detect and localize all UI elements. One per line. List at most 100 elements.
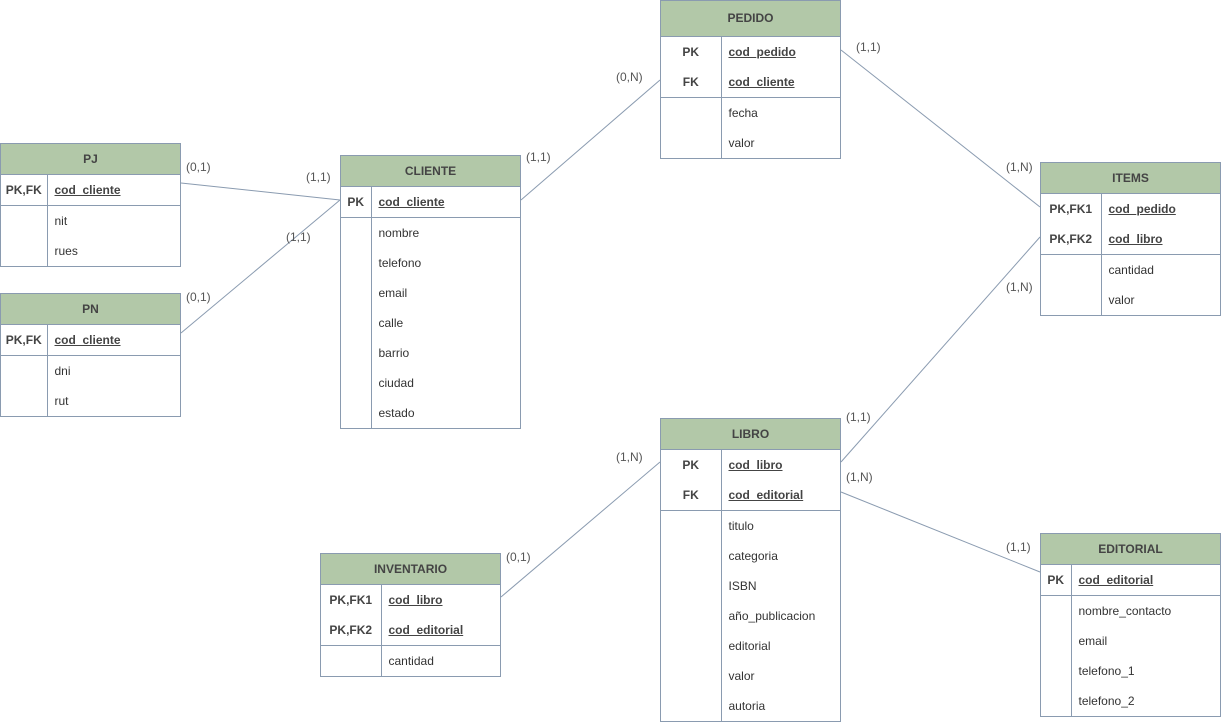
key-label <box>1041 285 1102 315</box>
key-label <box>1041 595 1072 626</box>
field-name: nombre <box>371 217 520 248</box>
cardinality-libro-inventario-side: (1,N) <box>616 450 643 464</box>
key-label <box>341 278 372 308</box>
cardinality-pedido-cliente-side: (0,N) <box>616 70 643 84</box>
entity-pn[interactable]: PN PK,FK cod_cliente dni rut <box>0 293 181 417</box>
key-label: PK <box>661 37 722 67</box>
key-label <box>661 691 722 721</box>
key-label <box>1 355 48 386</box>
field-name: autoria <box>728 699 766 713</box>
field-name: fecha <box>721 97 840 128</box>
field-name: editorial <box>728 639 771 653</box>
field-name: cod_cliente <box>54 183 121 197</box>
key-label <box>661 541 722 571</box>
field-name: valor <box>728 136 755 150</box>
field-name: cantidad <box>1101 254 1220 285</box>
entity-title: PN <box>1 294 180 325</box>
key-label: PK,FK2 <box>1041 224 1102 255</box>
cardinality-inventario-side: (0,1) <box>506 550 531 564</box>
field-name: categoria <box>728 549 778 563</box>
edge-pedido-items <box>840 49 1041 208</box>
entity-title: PEDIDO <box>661 1 840 37</box>
cardinality-items-libro-side: (1,N) <box>1006 280 1033 294</box>
field-name: cod_cliente <box>728 75 795 89</box>
entity-title: LIBRO <box>661 419 840 450</box>
cardinality-items-pedido-side: (1,N) <box>1006 160 1033 174</box>
key-label <box>661 601 722 631</box>
edge-libro-editorial <box>840 491 1041 573</box>
key-label: PK <box>661 450 722 480</box>
entity-libro[interactable]: LIBRO PK cod_libro FK cod_editorial titulo… <box>660 418 841 722</box>
field-name: telefono <box>378 256 422 270</box>
key-label <box>661 631 722 661</box>
field-name: email <box>1078 634 1108 648</box>
key-label <box>661 661 722 691</box>
entity-title: CLIENTE <box>341 156 520 187</box>
field-name: nombre_contacto <box>1071 595 1220 626</box>
key-label <box>321 645 382 676</box>
field-name: cod_editorial <box>388 623 464 637</box>
field-name: dni <box>47 355 180 386</box>
cardinality-cliente-pedido-side: (1,1) <box>526 150 551 164</box>
key-label <box>1 205 48 236</box>
key-label: PK,FK2 <box>321 615 382 646</box>
edge-pn-cliente <box>180 199 341 334</box>
field-name: valor <box>1108 293 1135 307</box>
cardinality-cliente-pj-side: (1,1) <box>306 170 331 184</box>
edge-inventario-libro <box>500 461 661 598</box>
field-name: calle <box>378 316 404 330</box>
field-name: cod_editorial <box>728 488 804 502</box>
cardinality-pn-side: (0,1) <box>186 290 211 304</box>
entity-title: EDITORIAL <box>1041 534 1220 565</box>
field-name: cantidad <box>381 645 500 676</box>
field-name: ISBN <box>728 579 757 593</box>
key-label <box>1 386 48 416</box>
key-label: PK,FK <box>1 175 48 206</box>
key-label <box>1041 686 1072 716</box>
cardinality-pj-side: (0,1) <box>186 160 211 174</box>
key-label <box>661 510 722 541</box>
field-name: rues <box>54 244 78 258</box>
field-name: nit <box>47 205 180 236</box>
key-label <box>341 338 372 368</box>
cardinality-cliente-pn-side: (1,1) <box>286 230 311 244</box>
field-name: telefono_1 <box>1078 664 1135 678</box>
key-label: FK <box>661 67 722 98</box>
edge-pj-cliente <box>180 182 341 201</box>
field-name: cod_cliente <box>378 195 445 209</box>
field-name: cod_libro <box>728 458 783 472</box>
key-label <box>341 248 372 278</box>
field-name: rut <box>54 394 69 408</box>
field-name: cod_pedido <box>1108 202 1176 216</box>
field-name: titulo <box>721 510 840 541</box>
field-name: cod_pedido <box>728 45 796 59</box>
key-label <box>661 97 722 128</box>
cardinality-libro-items-side: (1,1) <box>846 410 871 424</box>
key-label <box>1041 626 1072 656</box>
key-label <box>341 217 372 248</box>
field-name: telefono_2 <box>1078 694 1135 708</box>
entity-title: INVENTARIO <box>321 554 500 585</box>
edge-cliente-pedido <box>520 79 661 201</box>
key-label <box>341 398 372 428</box>
key-label: FK <box>661 480 722 511</box>
field-name: cod_cliente <box>54 333 121 347</box>
field-name: ciudad <box>378 376 414 390</box>
cardinality-editorial-side: (1,1) <box>1006 540 1031 554</box>
key-label <box>341 308 372 338</box>
field-name: valor <box>728 669 755 683</box>
key-label: PK,FK <box>1 325 48 356</box>
cardinality-pedido-items-side: (1,1) <box>856 40 881 54</box>
field-name: cod_libro <box>388 593 443 607</box>
key-label <box>341 368 372 398</box>
field-name: cod_editorial <box>1078 573 1154 587</box>
field-name: estado <box>378 406 415 420</box>
entity-title: ITEMS <box>1041 163 1220 194</box>
